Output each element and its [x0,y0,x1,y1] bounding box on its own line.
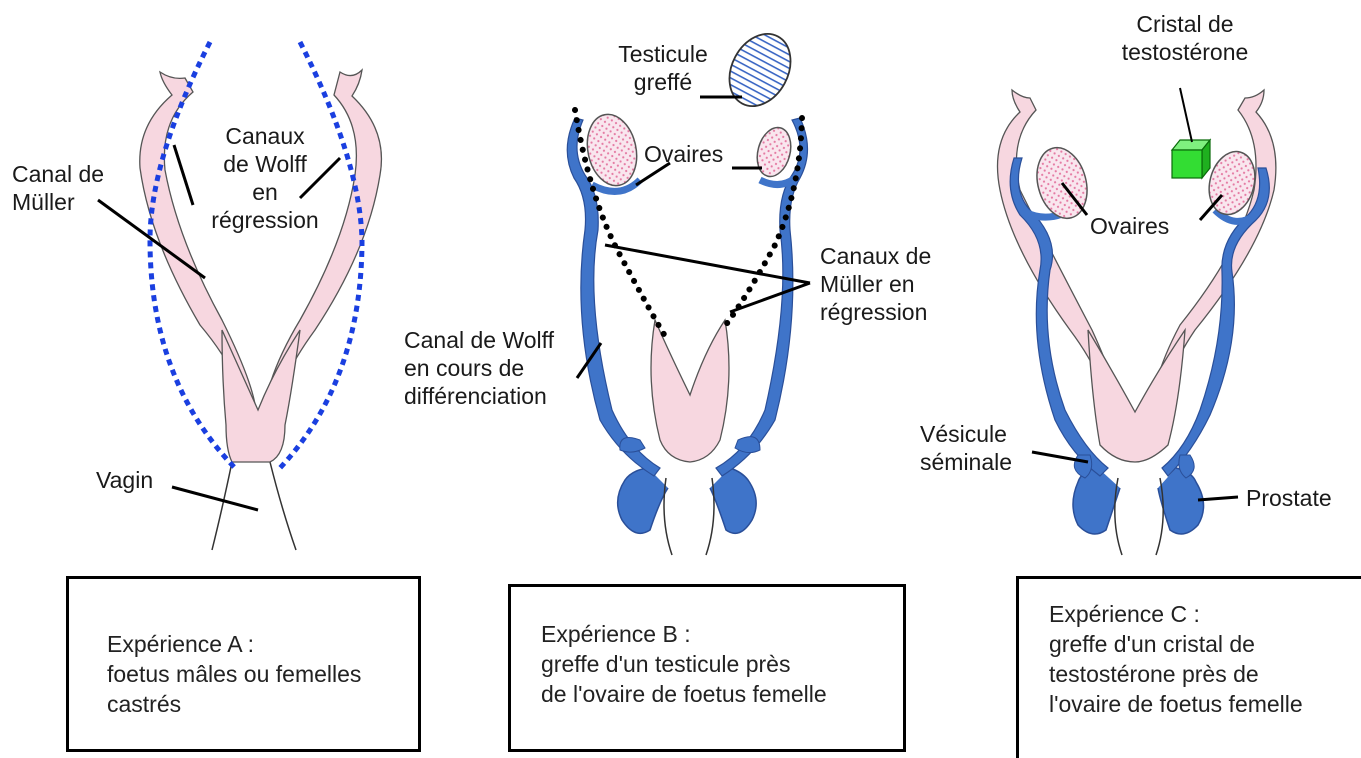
caption-a-line2: castrés [107,689,418,719]
diagram-b [567,23,810,555]
leader-wolff-a-left [174,145,193,205]
caption-a-title: Expérience A : [107,629,418,659]
urethra-outline-c [1115,478,1163,555]
label-ovaires-b: Ovaires [644,140,723,168]
testicle-graft [717,23,802,116]
label-prostate: Prostate [1246,484,1332,512]
label-vagin: Vagin [96,466,153,494]
caption-a-line1: foetus mâles ou femelles [107,659,418,689]
caption-b-title: Expérience B : [541,619,903,649]
caption-box-c: Expérience C : greffe d'un cristal de te… [1016,576,1361,758]
urethra-outline-b [664,478,714,555]
diagram-c [998,88,1276,555]
leader-vagin [172,487,258,510]
caption-c-line2: testostérone près de [1049,659,1361,689]
caption-c-title: Expérience C : [1049,599,1361,629]
leader-prostate [1198,497,1238,500]
urogenital-sinus-c [1073,468,1204,534]
leader-cristal [1180,88,1192,142]
caption-box-b: Expérience B : greffe d'un testicule prè… [508,584,906,752]
caption-box-a: Expérience A : foetus mâles ou femelles … [66,576,421,752]
caption-c-line1: greffe d'un cristal de [1049,629,1361,659]
urogenital-sinus-b [618,468,757,533]
caption-b-line1: greffe d'un testicule près [541,649,903,679]
caption-b-line2: de l'ovaire de foetus femelle [541,679,903,709]
vagina-outline [212,462,296,550]
label-ovaires-c: Ovaires [1090,212,1169,240]
ovary-right-b [752,124,796,181]
uterine-remnant-b [651,320,729,462]
epididymis-right-b [760,178,795,185]
caption-c-line3: l'ovaire de foetus femelle [1049,689,1361,719]
testosterone-crystal [1172,140,1210,178]
leader-muller-b-1 [605,245,810,283]
